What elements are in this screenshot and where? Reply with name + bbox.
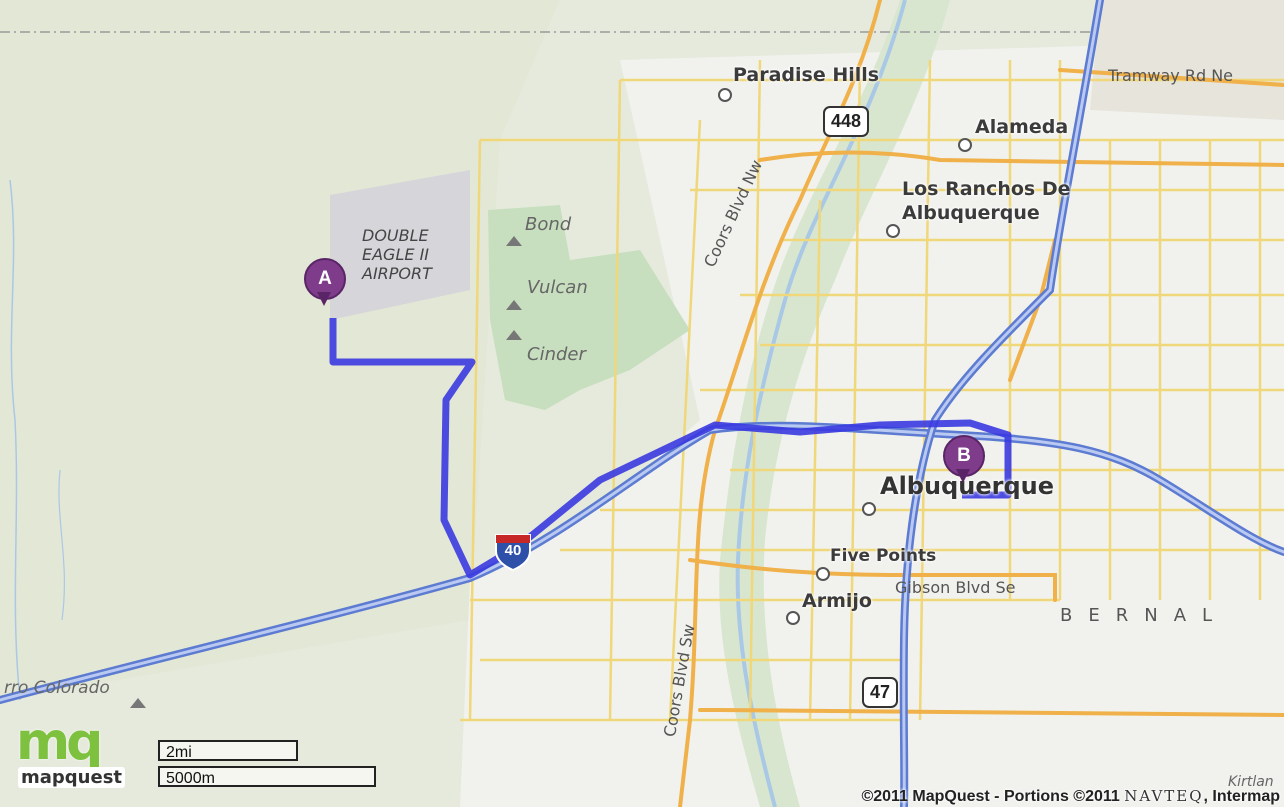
place-cerro-colorado: rro Colorado xyxy=(4,678,110,698)
peak-bond: Bond xyxy=(525,214,572,235)
place-paradise-hills: Paradise Hills xyxy=(733,64,880,86)
mapquest-logo-word: mapquest xyxy=(18,767,126,788)
mapquest-logo[interactable]: mq mapquest xyxy=(16,712,142,797)
mapquest-logo-mark: mq xyxy=(16,712,103,772)
place-five-points: Five Points xyxy=(830,546,937,566)
place-dot-armijo xyxy=(786,611,800,625)
airport-label: DOUBLE EAGLE II AIRPORT xyxy=(362,226,432,283)
interstate-shield-40: 40 xyxy=(494,531,532,571)
highway-shield-47: 47 xyxy=(862,677,899,708)
copyright-text-1: ©2011 MapQuest - Portions ©2011 xyxy=(861,788,1125,805)
route-start-marker[interactable]: A xyxy=(304,258,346,318)
road-tramway: Tramway Rd Ne xyxy=(1108,66,1234,85)
airport-label-line2: EAGLE II xyxy=(362,245,429,264)
airport-label-line1: DOUBLE xyxy=(362,226,429,245)
place-alameda: Alameda xyxy=(975,116,1069,138)
place-armijo: Armijo xyxy=(802,590,872,612)
scale-bar-meters: 5000m xyxy=(158,766,376,787)
place-dot-paradise-hills xyxy=(718,88,732,102)
place-dot-albuquerque xyxy=(862,502,876,516)
place-kirtland: Kirtlan xyxy=(1228,774,1274,790)
scale-bar-miles: 2mi xyxy=(158,740,298,761)
area-bernal: BERNAL xyxy=(1060,605,1229,626)
copyright-text-2: , Intermap xyxy=(1203,788,1280,805)
place-dot-los-ranchos xyxy=(886,224,900,238)
place-dot-five-points xyxy=(816,567,830,581)
airport-label-line3: AIRPORT xyxy=(362,264,432,283)
map-copyright: ©2011 MapQuest - Portions ©2011 NAVTEQ, … xyxy=(861,783,1284,807)
highway-shield-448: 448 xyxy=(823,106,870,137)
place-dot-alameda xyxy=(958,138,972,152)
place-los-ranchos-line2: Albuquerque xyxy=(902,202,1040,224)
interstate-shield-40-label: 40 xyxy=(504,542,522,559)
peak-vulcan: Vulcan xyxy=(527,277,588,298)
navteq-logo: NAVTEQ xyxy=(1124,787,1204,805)
place-los-ranchos-line1: Los Ranchos De xyxy=(902,178,1071,200)
peak-cinder: Cinder xyxy=(527,344,586,365)
route-end-marker[interactable]: B xyxy=(943,435,985,495)
route-start-marker-tail xyxy=(317,292,331,306)
road-gibson: Gibson Blvd Se xyxy=(895,578,1016,597)
route-end-marker-tail xyxy=(956,469,970,483)
